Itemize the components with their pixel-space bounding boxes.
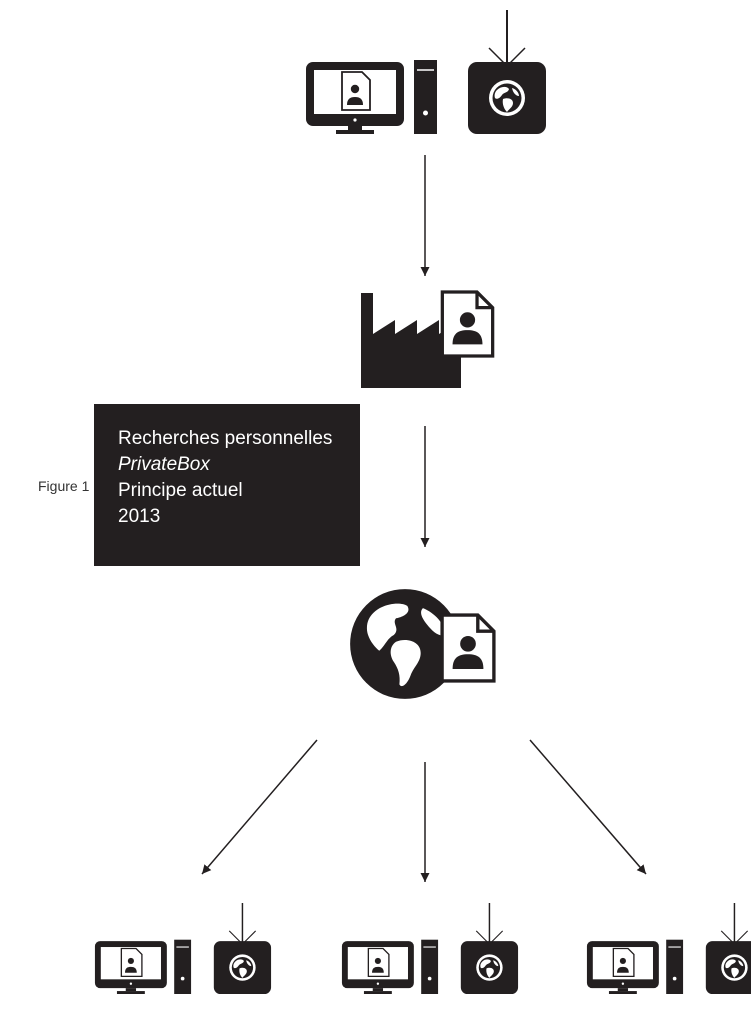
internet-group	[350, 589, 496, 699]
factory-group	[361, 290, 495, 388]
caption-line-product: PrivateBox	[118, 454, 210, 475]
destination-station-right	[586, 903, 751, 994]
caption-line-title: Recherches personnelles	[118, 428, 333, 449]
arrow-internet-to-right	[529, 739, 647, 875]
document-person-icon	[440, 613, 496, 683]
caption-line-year: 2013	[118, 506, 161, 527]
caption-box: Recherches personnelles PrivateBox Princ…	[94, 404, 360, 566]
document-person-icon	[440, 290, 495, 358]
destination-station-center	[341, 903, 519, 994]
destination-station-left	[94, 903, 272, 994]
arrow-internet-to-left	[201, 739, 318, 875]
caption-line-subtitle: Principe actuel	[118, 480, 243, 501]
source-station	[305, 10, 547, 134]
figure-label: Figure 1	[38, 478, 90, 494]
